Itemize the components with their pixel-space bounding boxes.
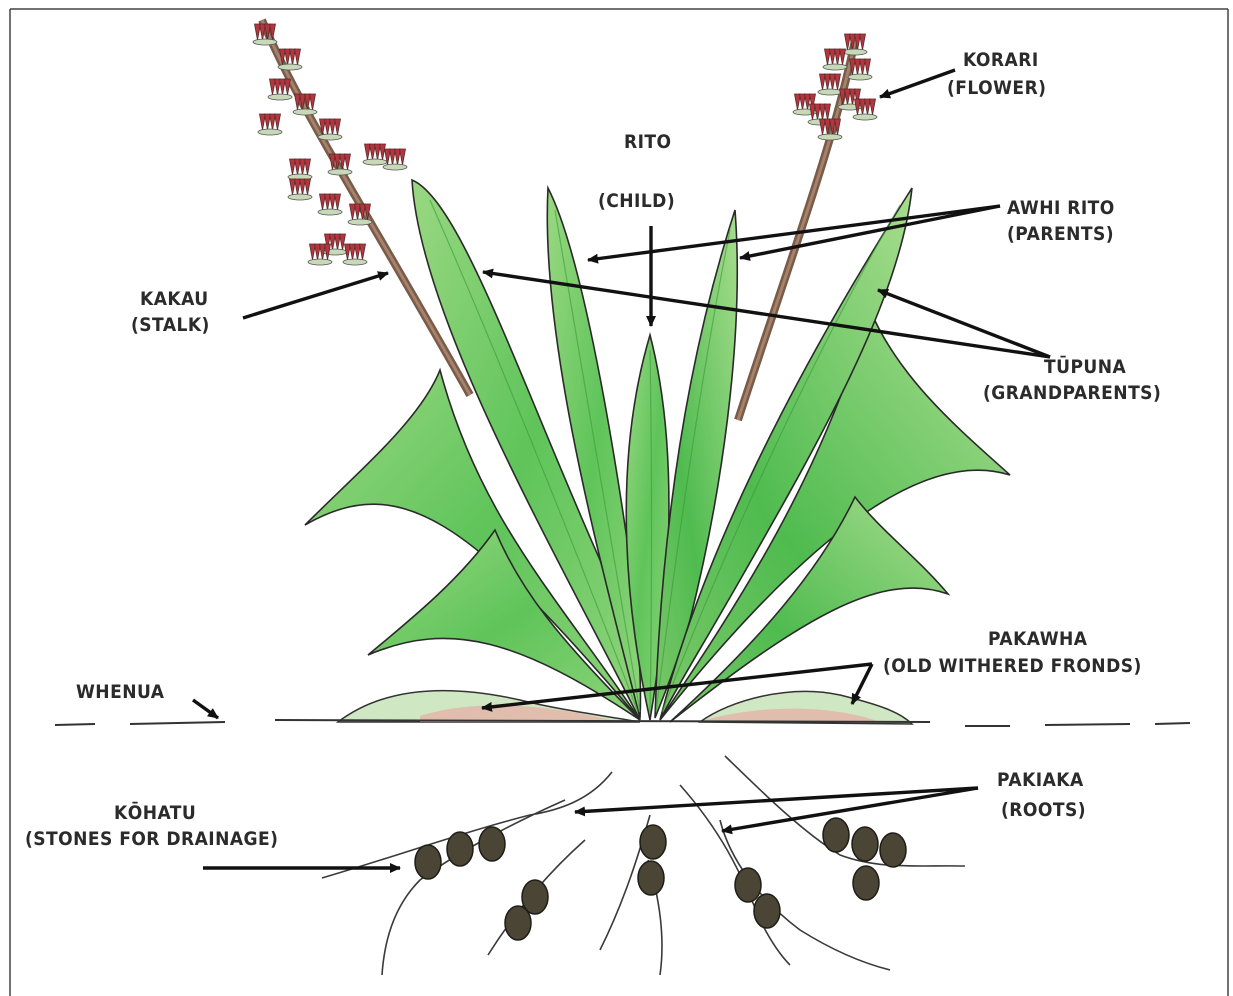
arrow-whenua [193, 700, 218, 718]
label-grandparents: (GRANDPARENTS) [983, 381, 1161, 405]
flower-cluster [818, 74, 842, 95]
arrow-korari [880, 70, 955, 97]
stone [640, 825, 666, 859]
arrow-pakiaka-left [575, 788, 978, 812]
label-parents: (PARENTS) [1007, 222, 1114, 246]
arrow-tupuna-right [878, 290, 1050, 357]
label-pakawha: PAKAWHA [988, 627, 1087, 651]
stone [479, 827, 505, 861]
label-child: (CHILD) [598, 189, 675, 213]
flower-cluster [268, 79, 292, 100]
flower-cluster [363, 144, 387, 165]
flower-cluster [318, 119, 342, 140]
label-kakau: KAKAU [140, 287, 209, 311]
stone [415, 845, 441, 879]
arrow-pakawha-right [852, 664, 872, 704]
stone [880, 833, 906, 867]
stone [852, 827, 878, 861]
label-old-withered-fronds: (OLD WITHERED FRONDS) [883, 654, 1142, 678]
flower-cluster [288, 179, 312, 200]
flower-cluster [288, 159, 312, 180]
arrow-awhi-right [740, 206, 1000, 258]
stone [735, 868, 761, 902]
label-tupuna: TŪPUNA [1044, 355, 1126, 379]
flower-cluster [278, 49, 302, 70]
label-stones-for-drainage: (STONES FOR DRAINAGE) [25, 827, 278, 851]
stone [853, 866, 879, 900]
label-roots: (ROOTS) [1001, 798, 1086, 822]
flower-cluster [258, 114, 282, 135]
flower-cluster [383, 149, 407, 170]
label-stalk: (STALK) [131, 313, 210, 337]
ground-line [55, 720, 1190, 726]
flower-cluster [308, 244, 332, 265]
flower-cluster [823, 49, 847, 70]
label-whenua: WHENUA [76, 680, 164, 704]
flower-cluster [343, 244, 367, 265]
stone [505, 906, 531, 940]
label-kohatu: KŌHATU [114, 801, 196, 825]
label-rito: RITO [624, 130, 672, 154]
label-korari: KORARI [963, 48, 1039, 72]
label-pakiaka: PAKIAKA [997, 768, 1084, 792]
flower-cluster [348, 204, 372, 225]
stone [754, 894, 780, 928]
arrow-kakau [243, 273, 388, 318]
stone [823, 818, 849, 852]
label-awhi-rito: AWHI RITO [1007, 196, 1115, 220]
flower-cluster [318, 194, 342, 215]
stone [638, 861, 664, 895]
flower-cluster [848, 59, 872, 80]
label-flower: (FLOWER) [947, 76, 1046, 100]
stone [447, 832, 473, 866]
flower-cluster [853, 99, 877, 120]
